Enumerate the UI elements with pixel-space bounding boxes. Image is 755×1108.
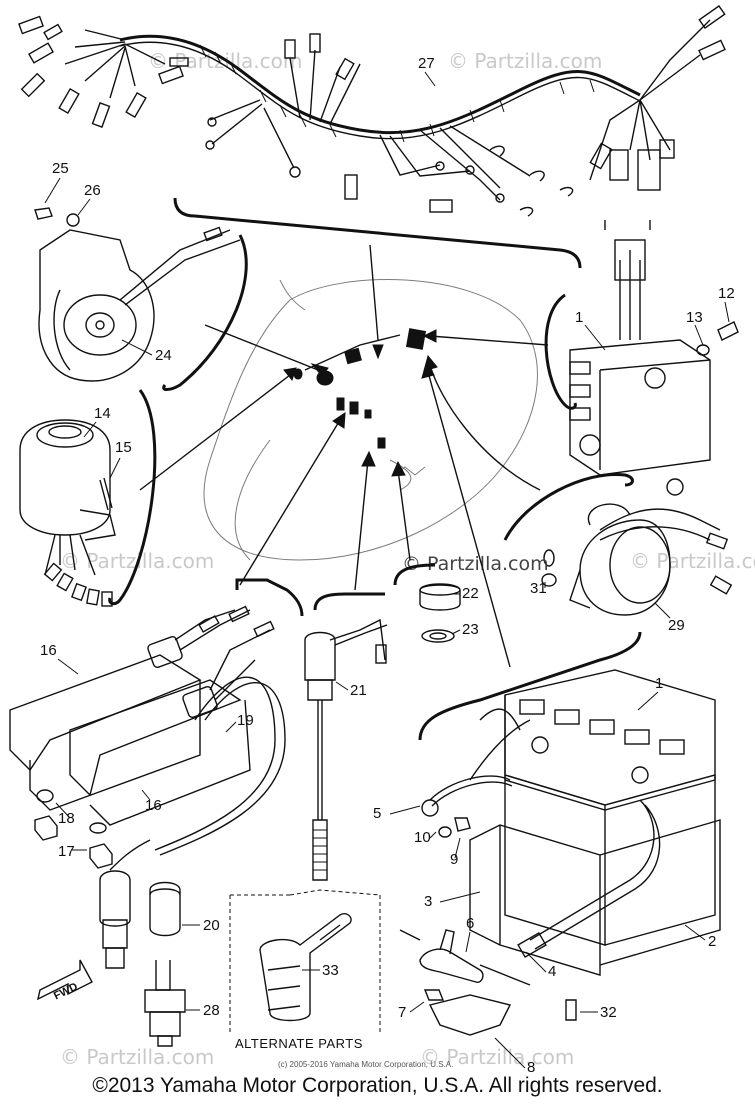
callout-7: 7 <box>398 1004 406 1021</box>
alternate-parts-label: ALTERNATE PARTS <box>235 1036 363 1051</box>
callout-14: 14 <box>94 405 111 422</box>
callout-5: 5 <box>373 805 381 822</box>
callout-6: 6 <box>466 915 474 932</box>
callout-26: 26 <box>84 182 101 199</box>
callout-21: 21 <box>350 682 367 699</box>
callout-17: 17 <box>58 843 75 860</box>
watermark-text: © Partzilla.com <box>630 549 755 573</box>
callout-28: 28 <box>203 1002 220 1019</box>
callout-8: 8 <box>527 1059 535 1076</box>
callout-32: 32 <box>600 1004 617 1021</box>
callout-4: 4 <box>548 963 556 980</box>
watermark-text: © Partzilla.com <box>60 1045 214 1069</box>
callout-2: 2 <box>708 933 716 950</box>
callout-22: 22 <box>462 585 479 602</box>
callout-10: 10 <box>414 829 431 846</box>
neutral-switch-assembly: © Partzilla.com 22 23 <box>391 460 549 643</box>
inline-copyright: (c) 2005-2016 Yamaha Motor Corporation, … <box>278 1060 453 1069</box>
callout-3: 3 <box>424 893 432 910</box>
callout-33: 33 <box>322 962 339 979</box>
watermark-layer: © Partzilla.com © Partzilla.com © Partzi… <box>60 49 755 1069</box>
callout-20: 20 <box>203 917 220 934</box>
watermark-text: © Partzilla.com <box>420 1045 574 1069</box>
callout-31: 31 <box>530 580 547 597</box>
callout-24: 24 <box>155 347 172 364</box>
callout-29: 29 <box>668 617 685 634</box>
regulator-assembly: 1 13 12 <box>422 220 739 496</box>
callout-16: 16 <box>40 642 57 659</box>
callout-18: 18 <box>58 810 75 827</box>
main-switch-assembly: 14 15 <box>19 367 297 607</box>
callout-15: 15 <box>115 439 132 456</box>
copyright-footer: ©2013 Yamaha Motor Corporation, U.S.A. A… <box>92 1074 663 1097</box>
callout-9: 9 <box>450 851 458 868</box>
callout-12: 12 <box>718 285 735 302</box>
center-watermark: © Partzilla.com <box>402 553 549 575</box>
frame-outline <box>203 279 538 561</box>
callout-25: 25 <box>52 160 69 177</box>
callout-16: 16 <box>145 797 162 814</box>
part-24-assembly: 25 26 24 <box>34 160 329 391</box>
watermark-text: © Partzilla.com <box>448 49 602 73</box>
battery-assembly: 1 2 3 4 5 6 7 8 9 10 32 <box>373 362 721 1076</box>
alternate-parts-box: 33 ALTERNATE PARTS <box>229 889 381 1051</box>
harness-bracket <box>173 197 582 360</box>
callout-13: 13 <box>686 309 703 326</box>
thermo-switch-assembly: 21 <box>235 412 388 881</box>
flasher-relay-assembly: 31 29 <box>423 354 733 634</box>
fwd-label: FWD <box>52 981 80 1003</box>
callout-1: 1 <box>575 309 583 326</box>
callout-27: 27 <box>418 55 435 72</box>
wire-harness: 27 <box>18 5 726 217</box>
callout-19: 19 <box>237 712 254 729</box>
mount-points <box>293 328 427 449</box>
callout-1: 1 <box>655 675 663 692</box>
spark-plug-assembly: 20 28 FWD <box>36 870 220 1047</box>
callout-23: 23 <box>462 621 479 638</box>
ignition-coil-assembly: 16 16 18 17 19 <box>9 605 286 871</box>
